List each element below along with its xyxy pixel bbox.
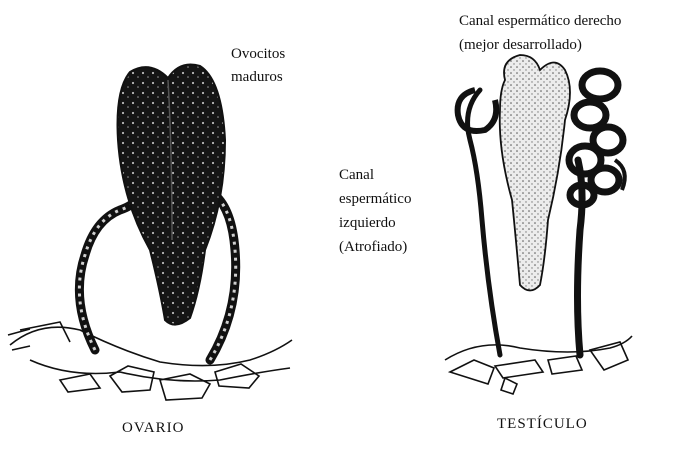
ovary-figure xyxy=(8,65,292,401)
testis-base-tissue xyxy=(445,336,632,394)
ovary-duct-left xyxy=(79,195,140,350)
label-canal-derecho-line1: Canal espermático derecho xyxy=(459,12,621,31)
testis-duct-right xyxy=(578,160,583,355)
label-canal-izquierdo-line3: izquierdo xyxy=(339,214,396,233)
label-canal-derecho-line2: (mejor desarrollado) xyxy=(459,36,582,55)
testis-figure xyxy=(445,55,632,394)
right-spermatic-coils xyxy=(569,71,623,205)
label-canal-izquierdo-line4: (Atrofiado) xyxy=(339,238,407,257)
label-canal-izquierdo-line1: Canal xyxy=(339,166,374,185)
label-canal-izquierdo-line2: espermático xyxy=(339,190,411,209)
ovary-base-tissue xyxy=(8,322,292,400)
label-ovocitos-line1: Ovocitos xyxy=(231,45,285,64)
label-ovocitos-line2: maduros xyxy=(231,68,283,87)
caption-ovario: OVARIO xyxy=(122,420,184,437)
testis-body xyxy=(500,55,570,291)
caption-testiculo: TESTÍCULO xyxy=(497,416,588,433)
